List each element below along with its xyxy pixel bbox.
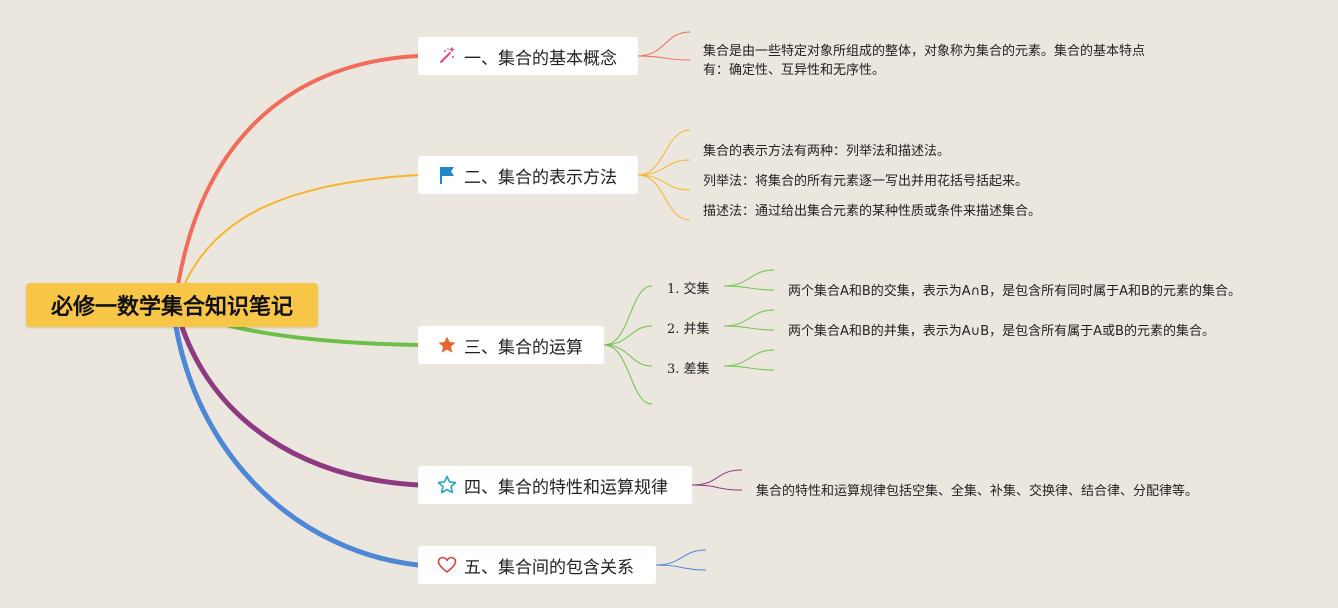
magic-wand-icon [436,45,458,67]
note-properties-laws: 集合的特性和运算规律包括空集、全集、补集、交换律、结合律、分配律等。 [756,484,1199,499]
note-line-4a [691,469,743,486]
sub-line-3a [603,285,653,346]
note-line-5a [655,549,707,566]
note-union: 两个集合A和B的并集，表示为A∪B，是包含所有属于A或B的元素的集合。 [788,324,1215,339]
sub-note-line-1a [723,269,775,287]
topic-label: 三、集合的运算 [464,337,583,358]
branch-line-1 [176,54,420,287]
note-line-2c [637,174,691,191]
topic-inclusion-relations[interactable]: 五、集合间的包含关系 [418,546,656,584]
sub-note-line-3a [723,349,775,367]
note-line-2a [637,129,691,176]
topic-label: 二、集合的表示方法 [464,167,617,188]
topic-label: 五、集合间的包含关系 [464,557,634,578]
note-line-5b [655,564,707,571]
topic-properties-laws[interactable]: 四、集合的特性和运算规律 [418,466,692,504]
sub-note-line-2b [723,325,775,331]
sub-line-3d [603,344,653,405]
note-line-1a [637,31,691,57]
topic-basic-concepts[interactable]: 一、集合的基本概念 [418,37,638,75]
sub-note-line-1b [723,285,775,291]
branch-line-5 [173,324,421,568]
note-representation-1: 集合的表示方法有两种：列举法和描述法。 [703,144,951,159]
subtopic-intersection[interactable]: 1. 交集 [667,282,710,297]
branch-line-4 [179,324,421,488]
star-outline-icon [436,474,458,496]
sub-line-3b [603,325,653,346]
root-topic-label: 必修一数学集合知识笔记 [50,295,293,320]
note-representation-2: 列举法：将集合的所有元素逐一写出并用花括号括起来。 [703,174,1029,189]
sub-line-3c [603,344,653,367]
topic-label: 四、集合的特性和运算规律 [464,477,668,498]
branch-line-2 [181,174,419,291]
star-filled-icon [436,334,458,356]
root-topic[interactable]: 必修一数学集合知识笔记 [26,283,318,327]
note-line: 集合是由一些特定对象所组成的整体，对象称为集合的元素。集合的基本特点 [703,44,1146,59]
note-line-2b [637,159,691,176]
topic-representation[interactable]: 二、集合的表示方法 [418,156,638,194]
flag-icon [436,164,458,186]
note-line: 有：确定性、互异性和无序性。 [703,63,886,78]
sub-note-line-3b [723,365,775,371]
note-line-1b [637,55,691,61]
note-representation-3: 描述法：通过给出集合元素的某种性质或条件来描述集合。 [703,204,1042,219]
topic-operations[interactable]: 三、集合的运算 [418,326,604,364]
sub-note-line-2a [723,309,775,327]
note-line-2d [637,174,691,221]
subtopic-union[interactable]: 2. 并集 [667,322,710,337]
note-intersection: 两个集合A和B的交集，表示为A∩B，是包含所有同时属于A和B的元素的集合。 [788,284,1241,299]
heart-outline-icon [436,554,458,576]
subtopic-difference[interactable]: 3. 差集 [667,362,710,377]
note-basic-concepts: 集合是由一些特定对象所组成的整体，对象称为集合的元素。集合的基本特点 有：确定性… [703,42,1145,80]
branch-line-3 [228,324,420,347]
note-line-4b [691,484,743,491]
topic-label: 一、集合的基本概念 [464,48,617,69]
